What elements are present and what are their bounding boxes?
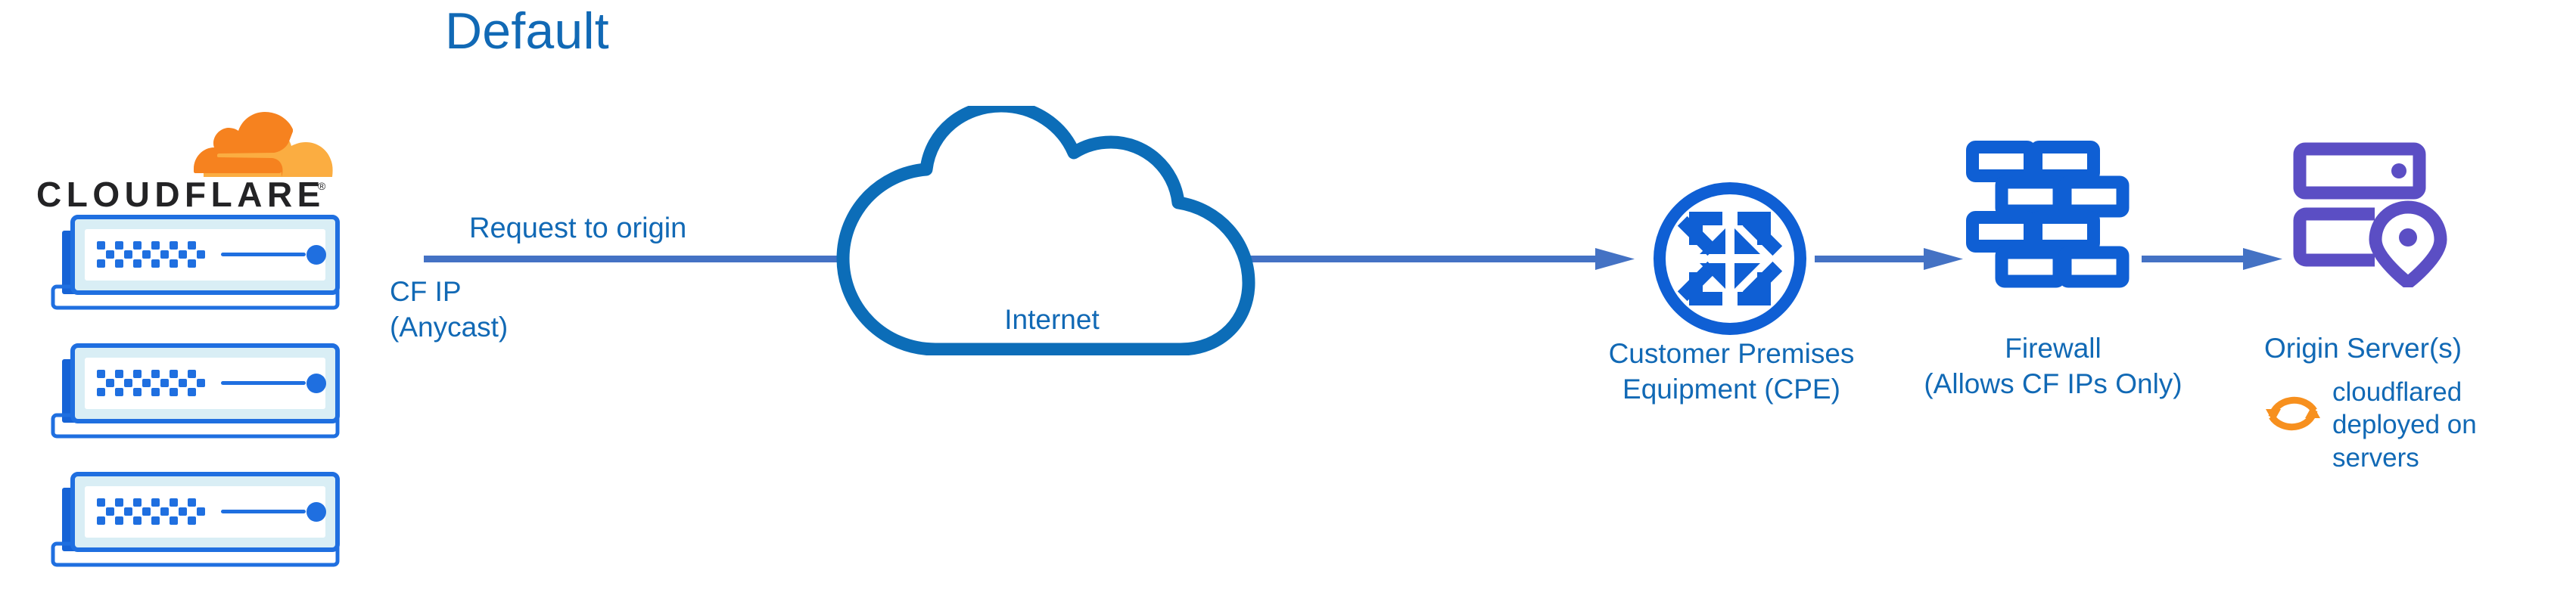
page-title: Default bbox=[445, 2, 609, 60]
router-four-arrows-icon bbox=[1654, 182, 1806, 335]
internet-label: Internet bbox=[1004, 304, 1100, 335]
cloudflare-wordmark: CLOUDFLARE ® bbox=[36, 176, 326, 214]
origin-server-label: Origin Server(s) bbox=[2264, 333, 2462, 364]
cloud-outline-icon bbox=[836, 106, 1255, 355]
request-to-origin-label: Request to origin bbox=[469, 212, 687, 244]
firewall-label: Firewall (Allows CF IPs Only) bbox=[1924, 333, 2182, 400]
refresh-circular-arrows-icon bbox=[2266, 396, 2320, 431]
cpe-label: Customer Premises Equipment (CPE) bbox=[1608, 338, 1855, 405]
cloudflared-annotation: cloudflared deployed on servers bbox=[2263, 376, 2576, 482]
server-rack-location-pin-icon bbox=[2293, 142, 2447, 287]
svg-text:®: ® bbox=[318, 180, 326, 192]
arrow-firewall-to-origin bbox=[2142, 248, 2282, 270]
brick-wall-icon bbox=[1966, 141, 2130, 288]
cf-ip-anycast-label: CF IP (Anycast) bbox=[390, 276, 509, 343]
cloudflare-server-unit bbox=[51, 472, 340, 567]
svg-text:CLOUDFLARE: CLOUDFLARE bbox=[36, 176, 325, 214]
cloudflare-server-unit bbox=[51, 215, 340, 310]
cloudflare-logo: CLOUDFLARE ® bbox=[36, 112, 339, 214]
cloudflared-note-text: cloudflared deployed on servers bbox=[2332, 377, 2477, 473]
cloudflare-server-unit bbox=[51, 343, 340, 439]
cloudflare-cloud-icon bbox=[194, 112, 333, 177]
arrow-cpe-to-firewall bbox=[1815, 248, 1963, 270]
